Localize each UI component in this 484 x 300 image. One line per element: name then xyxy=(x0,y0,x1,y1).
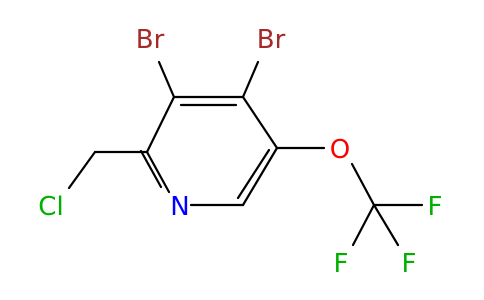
bond-c5-c6 xyxy=(241,146,279,207)
bond-c4-c5 xyxy=(241,95,279,150)
bond-c5-c6-inner xyxy=(236,148,271,200)
bond-c2-c3 xyxy=(145,95,176,154)
atom-fluorine-bottom-left: F xyxy=(334,249,349,279)
atom-br-left: Br xyxy=(136,25,165,55)
bond-c4-br xyxy=(241,60,260,99)
bond-ch2-cl xyxy=(67,150,97,190)
atom-fluorine-right: F xyxy=(428,192,443,222)
atom-fluorine-bottom-right: F xyxy=(402,249,417,279)
bond-n-c2 xyxy=(145,150,171,194)
atom-chlorine: Cl xyxy=(38,192,63,222)
bond-o-cf3 xyxy=(350,162,376,207)
bond-cf3-f2 xyxy=(351,203,376,247)
bond-c3-br xyxy=(157,60,176,99)
bond-n-c2-inner xyxy=(139,149,163,189)
bond-cf3-f3 xyxy=(372,203,400,247)
atom-br-right: Br xyxy=(257,25,286,55)
atom-nitrogen: N xyxy=(170,192,189,222)
atom-oxygen: O xyxy=(330,135,350,165)
